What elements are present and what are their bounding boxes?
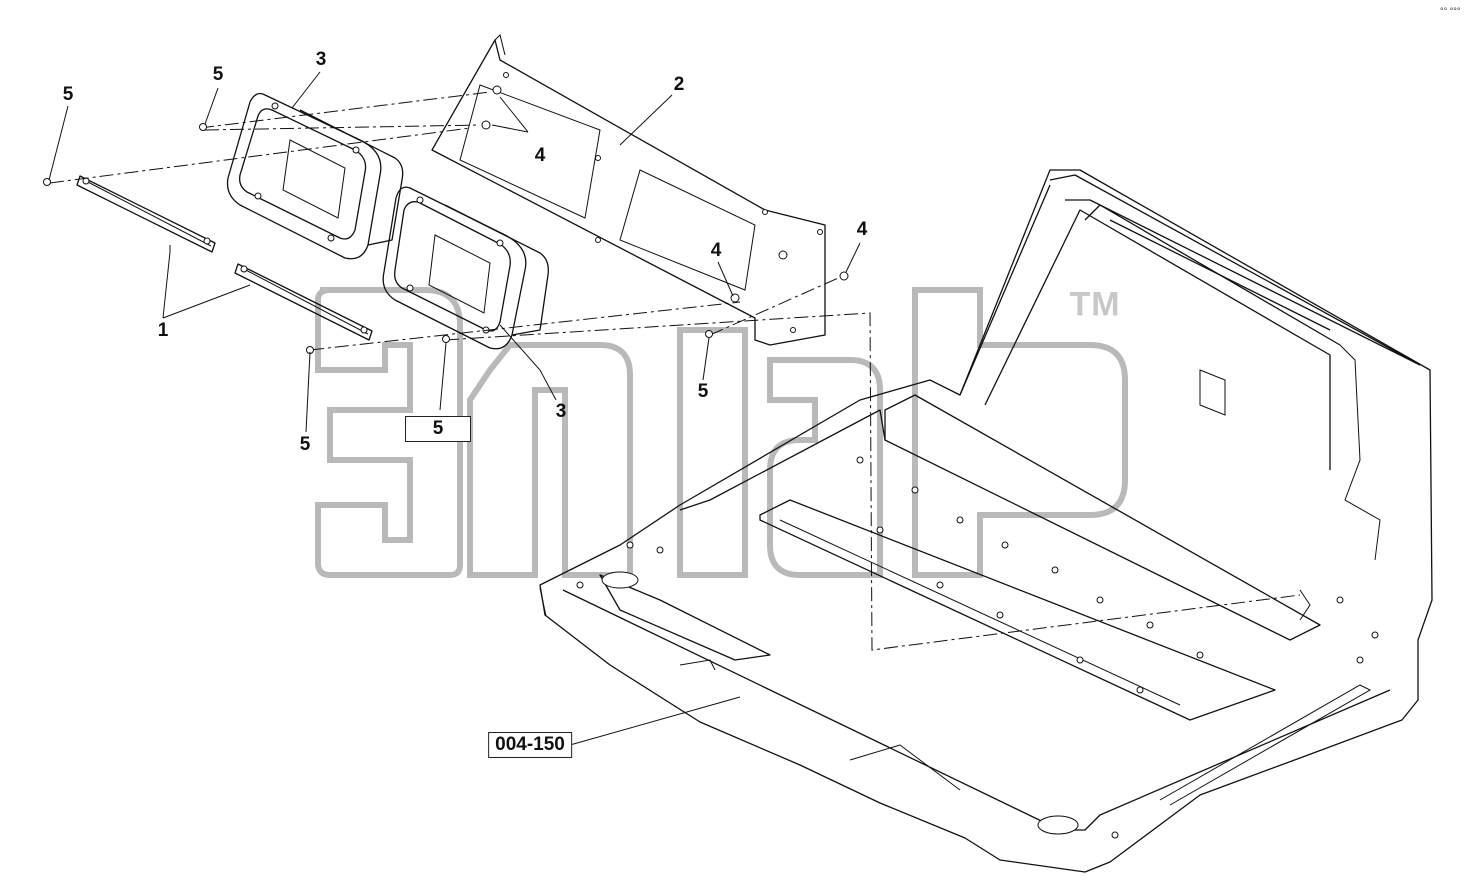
bracket-strip-upper — [76, 175, 216, 253]
mounting-panel — [431, 34, 826, 346]
base-frame — [539, 169, 1433, 873]
callout-5-top: 5 — [212, 64, 224, 85]
callout-2: 2 — [673, 74, 685, 95]
light-housing-lower — [382, 186, 549, 350]
callout-5-right: 5 — [697, 381, 709, 402]
frame-holes — [576, 456, 1379, 839]
reference-label: 004-150 — [488, 732, 572, 758]
trademark-mark: TM — [1069, 285, 1121, 324]
callout-5-lower-left: 5 — [299, 434, 311, 455]
callout-4-right: 4 — [856, 219, 868, 240]
callout-1: 1 — [157, 320, 169, 341]
fasteners — [43, 85, 849, 354]
light-housing-upper — [226, 92, 404, 260]
callout-3-lower: 3 — [555, 401, 567, 422]
bracket-strip-lower — [234, 263, 373, 341]
leader-lines — [48, 71, 861, 746]
corner-mark: °° °°° — [1440, 6, 1461, 16]
callout-3-upper: 3 — [315, 49, 327, 70]
callout-5-boxed: 5 — [405, 416, 471, 442]
watermark-logo — [315, 287, 1128, 578]
assembly-axes — [49, 91, 1301, 651]
callout-4-panel: 4 — [534, 145, 546, 166]
callout-5-far-left: 5 — [62, 84, 74, 105]
callout-4-middle: 4 — [710, 240, 722, 261]
